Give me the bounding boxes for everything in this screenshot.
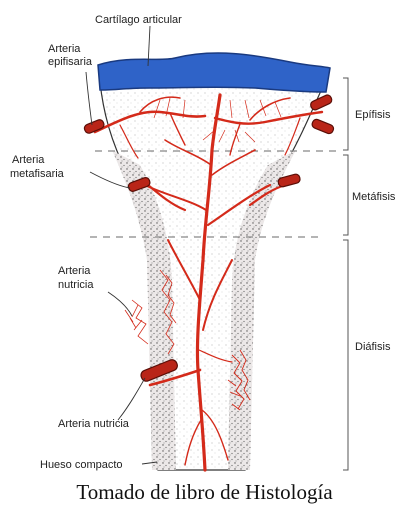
label-arteria-nutricia-top-2: nutricia xyxy=(58,279,94,291)
articular-cartilage xyxy=(98,53,330,92)
label-arteria-epifisaria-1: Arteria xyxy=(48,43,81,55)
label-hueso-compacto: Hueso compacto xyxy=(40,459,123,471)
figure-caption: Tomado de libro de Histología xyxy=(0,480,409,505)
label-arteria-epifisaria-2: epifisaria xyxy=(48,56,93,68)
label-epifisis: Epífisis xyxy=(355,109,391,121)
label-cartilago-articular: Cartílago articular xyxy=(95,14,182,26)
label-arteria-metafisaria-1: Arteria xyxy=(12,154,45,166)
label-metafisis: Metáfisis xyxy=(352,191,396,203)
label-arteria-nutricia-top-1: Arteria xyxy=(58,265,91,277)
bone-illustration: Cartílago articular Arteria epifisaria A… xyxy=(0,0,409,478)
label-arteria-nutricia-bottom: Arteria nutricia xyxy=(58,418,130,430)
label-arteria-metafisaria-2: metafisaria xyxy=(10,168,65,180)
label-diafisis: Diáfisis xyxy=(355,341,391,353)
region-brackets xyxy=(343,78,348,470)
